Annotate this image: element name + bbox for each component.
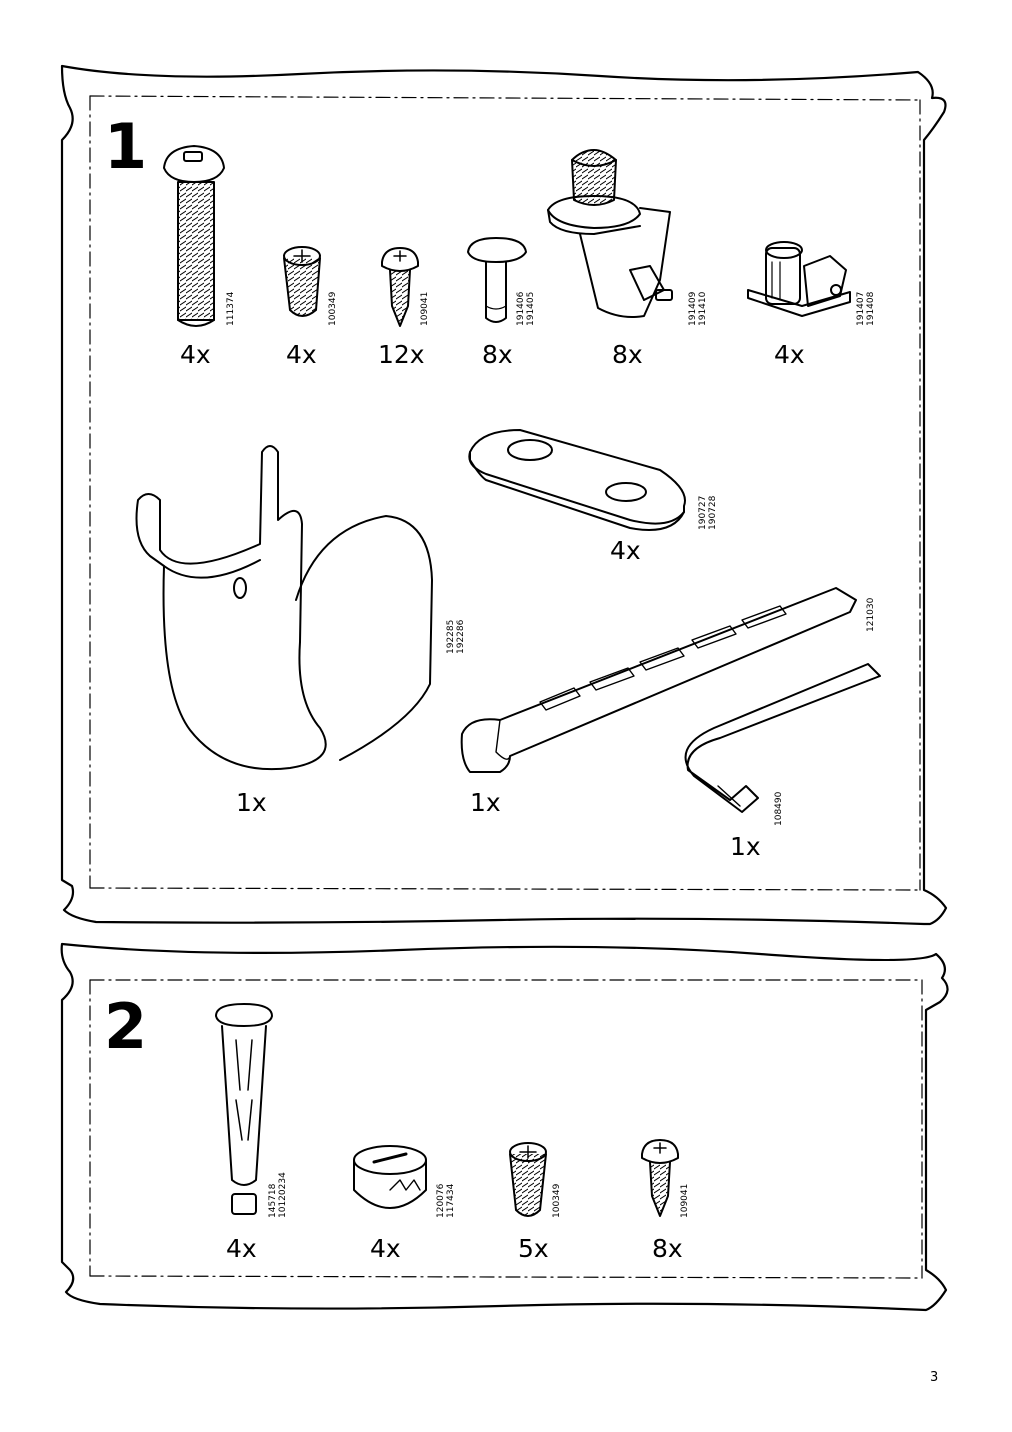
code-cam-lock: 120076 117434 bbox=[436, 1183, 456, 1218]
qty-caster-bracket: 8x bbox=[612, 340, 643, 369]
dowel-drawing bbox=[215, 1003, 273, 1215]
rail-drawing bbox=[460, 587, 857, 773]
code-screw-long: 111374 bbox=[226, 291, 236, 326]
qty-foot: 4x bbox=[774, 340, 805, 369]
bag2-step-number: 2 bbox=[104, 990, 148, 1063]
screw-long-drawing bbox=[163, 145, 225, 327]
code-caster-bracket: 191409 191410 bbox=[688, 291, 708, 326]
caster-bracket-drawing bbox=[547, 149, 673, 318]
qty-plate: 4x bbox=[610, 536, 641, 565]
screw-short-drawing bbox=[283, 246, 321, 317]
qty-pin: 8x bbox=[482, 340, 513, 369]
qty-dowel: 4x bbox=[226, 1234, 257, 1263]
qty-screw-wood: 12x bbox=[378, 340, 425, 369]
screw-wood-drawing bbox=[381, 247, 419, 327]
bag1-step-number: 1 bbox=[104, 110, 148, 183]
qty-hook: 1x bbox=[236, 788, 267, 817]
allen-key-drawing bbox=[684, 663, 881, 813]
hook-drawing bbox=[135, 445, 433, 771]
code-plate: 190727 190728 bbox=[698, 495, 718, 530]
code-screw-wood-2: 109041 bbox=[680, 1183, 690, 1218]
qty-screw-short-2: 5x bbox=[518, 1234, 549, 1263]
screw-wood-2-drawing bbox=[641, 1139, 679, 1217]
qty-allen-key: 1x bbox=[730, 832, 761, 861]
screw-short-2-drawing bbox=[509, 1142, 547, 1217]
cam-lock-drawing bbox=[353, 1145, 427, 1209]
code-foot: 191407 191408 bbox=[856, 291, 876, 326]
code-screw-short: 100349 bbox=[328, 291, 338, 326]
page-number: 3 bbox=[930, 1370, 939, 1385]
qty-screw-wood-2: 8x bbox=[652, 1234, 683, 1263]
bag2-outline bbox=[60, 942, 949, 1312]
code-dowel: 145718 10120234 bbox=[268, 1172, 288, 1218]
plate-drawing bbox=[468, 429, 686, 531]
code-hook: 192285 192286 bbox=[446, 619, 466, 654]
qty-rail: 1x bbox=[470, 788, 501, 817]
code-screw-wood: 109041 bbox=[420, 291, 430, 326]
code-allen-key: 108490 bbox=[774, 791, 784, 826]
code-pin: 191406 191405 bbox=[516, 291, 536, 326]
pin-drawing bbox=[467, 237, 527, 323]
code-screw-short-2: 100349 bbox=[552, 1183, 562, 1218]
bag1-outline bbox=[60, 64, 948, 926]
qty-screw-long: 4x bbox=[180, 340, 211, 369]
qty-cam-lock: 4x bbox=[370, 1234, 401, 1263]
qty-screw-short: 4x bbox=[286, 340, 317, 369]
code-rail: 121030 bbox=[866, 597, 876, 632]
foot-drawing bbox=[747, 241, 851, 317]
